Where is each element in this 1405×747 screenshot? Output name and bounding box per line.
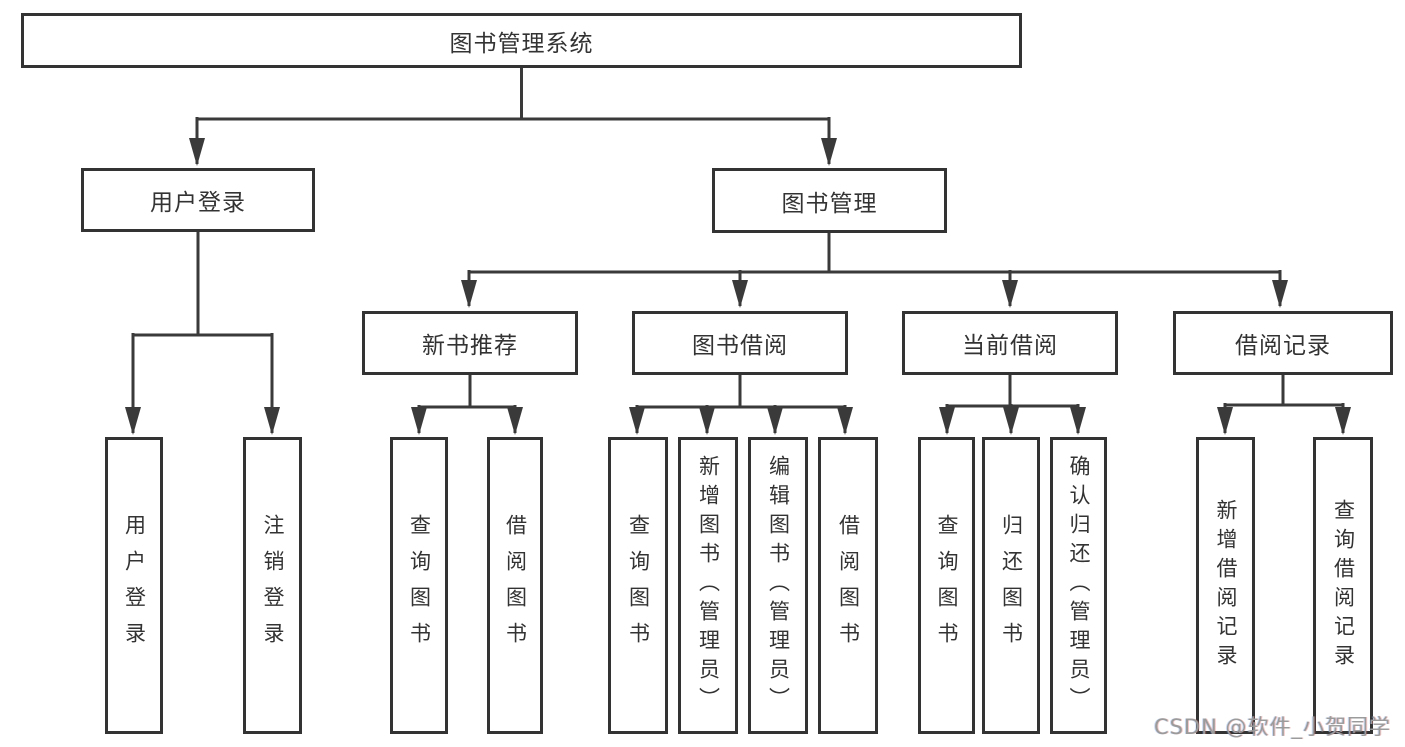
leaf-node-query-book: 查询图书 bbox=[390, 437, 448, 734]
node-book-borrow: 图书借阅 bbox=[632, 311, 848, 375]
branch-node-user-login: 用户登录 bbox=[81, 168, 315, 232]
branch-node-label: 用户登录 bbox=[150, 190, 246, 216]
leaf-node-query-borrow-record: 查询借阅记录 bbox=[1313, 437, 1373, 734]
leaf-label: 查询图书 bbox=[407, 513, 432, 658]
branch-node-book-management: 图书管理 bbox=[712, 168, 947, 233]
leaf-label: 新增图书（管理员） bbox=[696, 455, 721, 716]
node-label: 图书借阅 bbox=[692, 333, 788, 359]
leaf-label: 借阅图书 bbox=[503, 513, 528, 658]
node-label: 当前借阅 bbox=[962, 333, 1058, 359]
leaf-node-query-book: 查询图书 bbox=[608, 437, 668, 734]
leaf-node-borrow-book: 借阅图书 bbox=[818, 437, 878, 734]
leaf-node-edit-book-admin: 编辑图书（管理员） bbox=[748, 437, 808, 734]
leaf-node-add-book-admin: 新增图书（管理员） bbox=[678, 437, 738, 734]
leaf-node-return-book: 归还图书 bbox=[982, 437, 1040, 734]
leaf-label: 确认归还（管理员） bbox=[1067, 455, 1091, 716]
watermark-text: CSDN @软件_小贺同学 bbox=[1153, 715, 1391, 739]
leaf-label: 归还图书 bbox=[999, 513, 1024, 658]
leaf-node-confirm-return-admin: 确认归还（管理员） bbox=[1050, 437, 1107, 734]
branch-node-label: 图书管理 bbox=[781, 190, 878, 217]
leaf-label: 借阅图书 bbox=[836, 513, 861, 658]
leaf-label: 查询借阅记录 bbox=[1331, 498, 1356, 673]
leaf-label: 编辑图书（管理员） bbox=[766, 455, 791, 716]
node-label: 新书推荐 bbox=[422, 333, 518, 359]
root-node-label: 图书管理系统 bbox=[449, 30, 594, 57]
leaf-node-logout: 注销登录 bbox=[243, 437, 302, 734]
leaf-label: 新增借阅记录 bbox=[1214, 498, 1238, 673]
leaf-node-add-borrow-record: 新增借阅记录 bbox=[1196, 437, 1255, 734]
node-current-borrow: 当前借阅 bbox=[902, 311, 1118, 375]
node-borrow-records: 借阅记录 bbox=[1173, 311, 1393, 375]
leaf-node-user-login: 用户登录 bbox=[105, 437, 163, 734]
leaf-label: 查询图书 bbox=[626, 513, 651, 658]
node-new-book-recommend: 新书推荐 bbox=[362, 311, 578, 375]
leaf-label: 注销登录 bbox=[261, 513, 285, 658]
root-node-library-system: 图书管理系统 bbox=[21, 13, 1022, 68]
leaf-node-query-book: 查询图书 bbox=[918, 437, 975, 734]
leaf-label: 查询图书 bbox=[935, 513, 959, 658]
node-label: 借阅记录 bbox=[1235, 333, 1331, 359]
leaf-node-borrow-book: 借阅图书 bbox=[487, 437, 543, 734]
leaf-label: 用户登录 bbox=[122, 513, 147, 658]
